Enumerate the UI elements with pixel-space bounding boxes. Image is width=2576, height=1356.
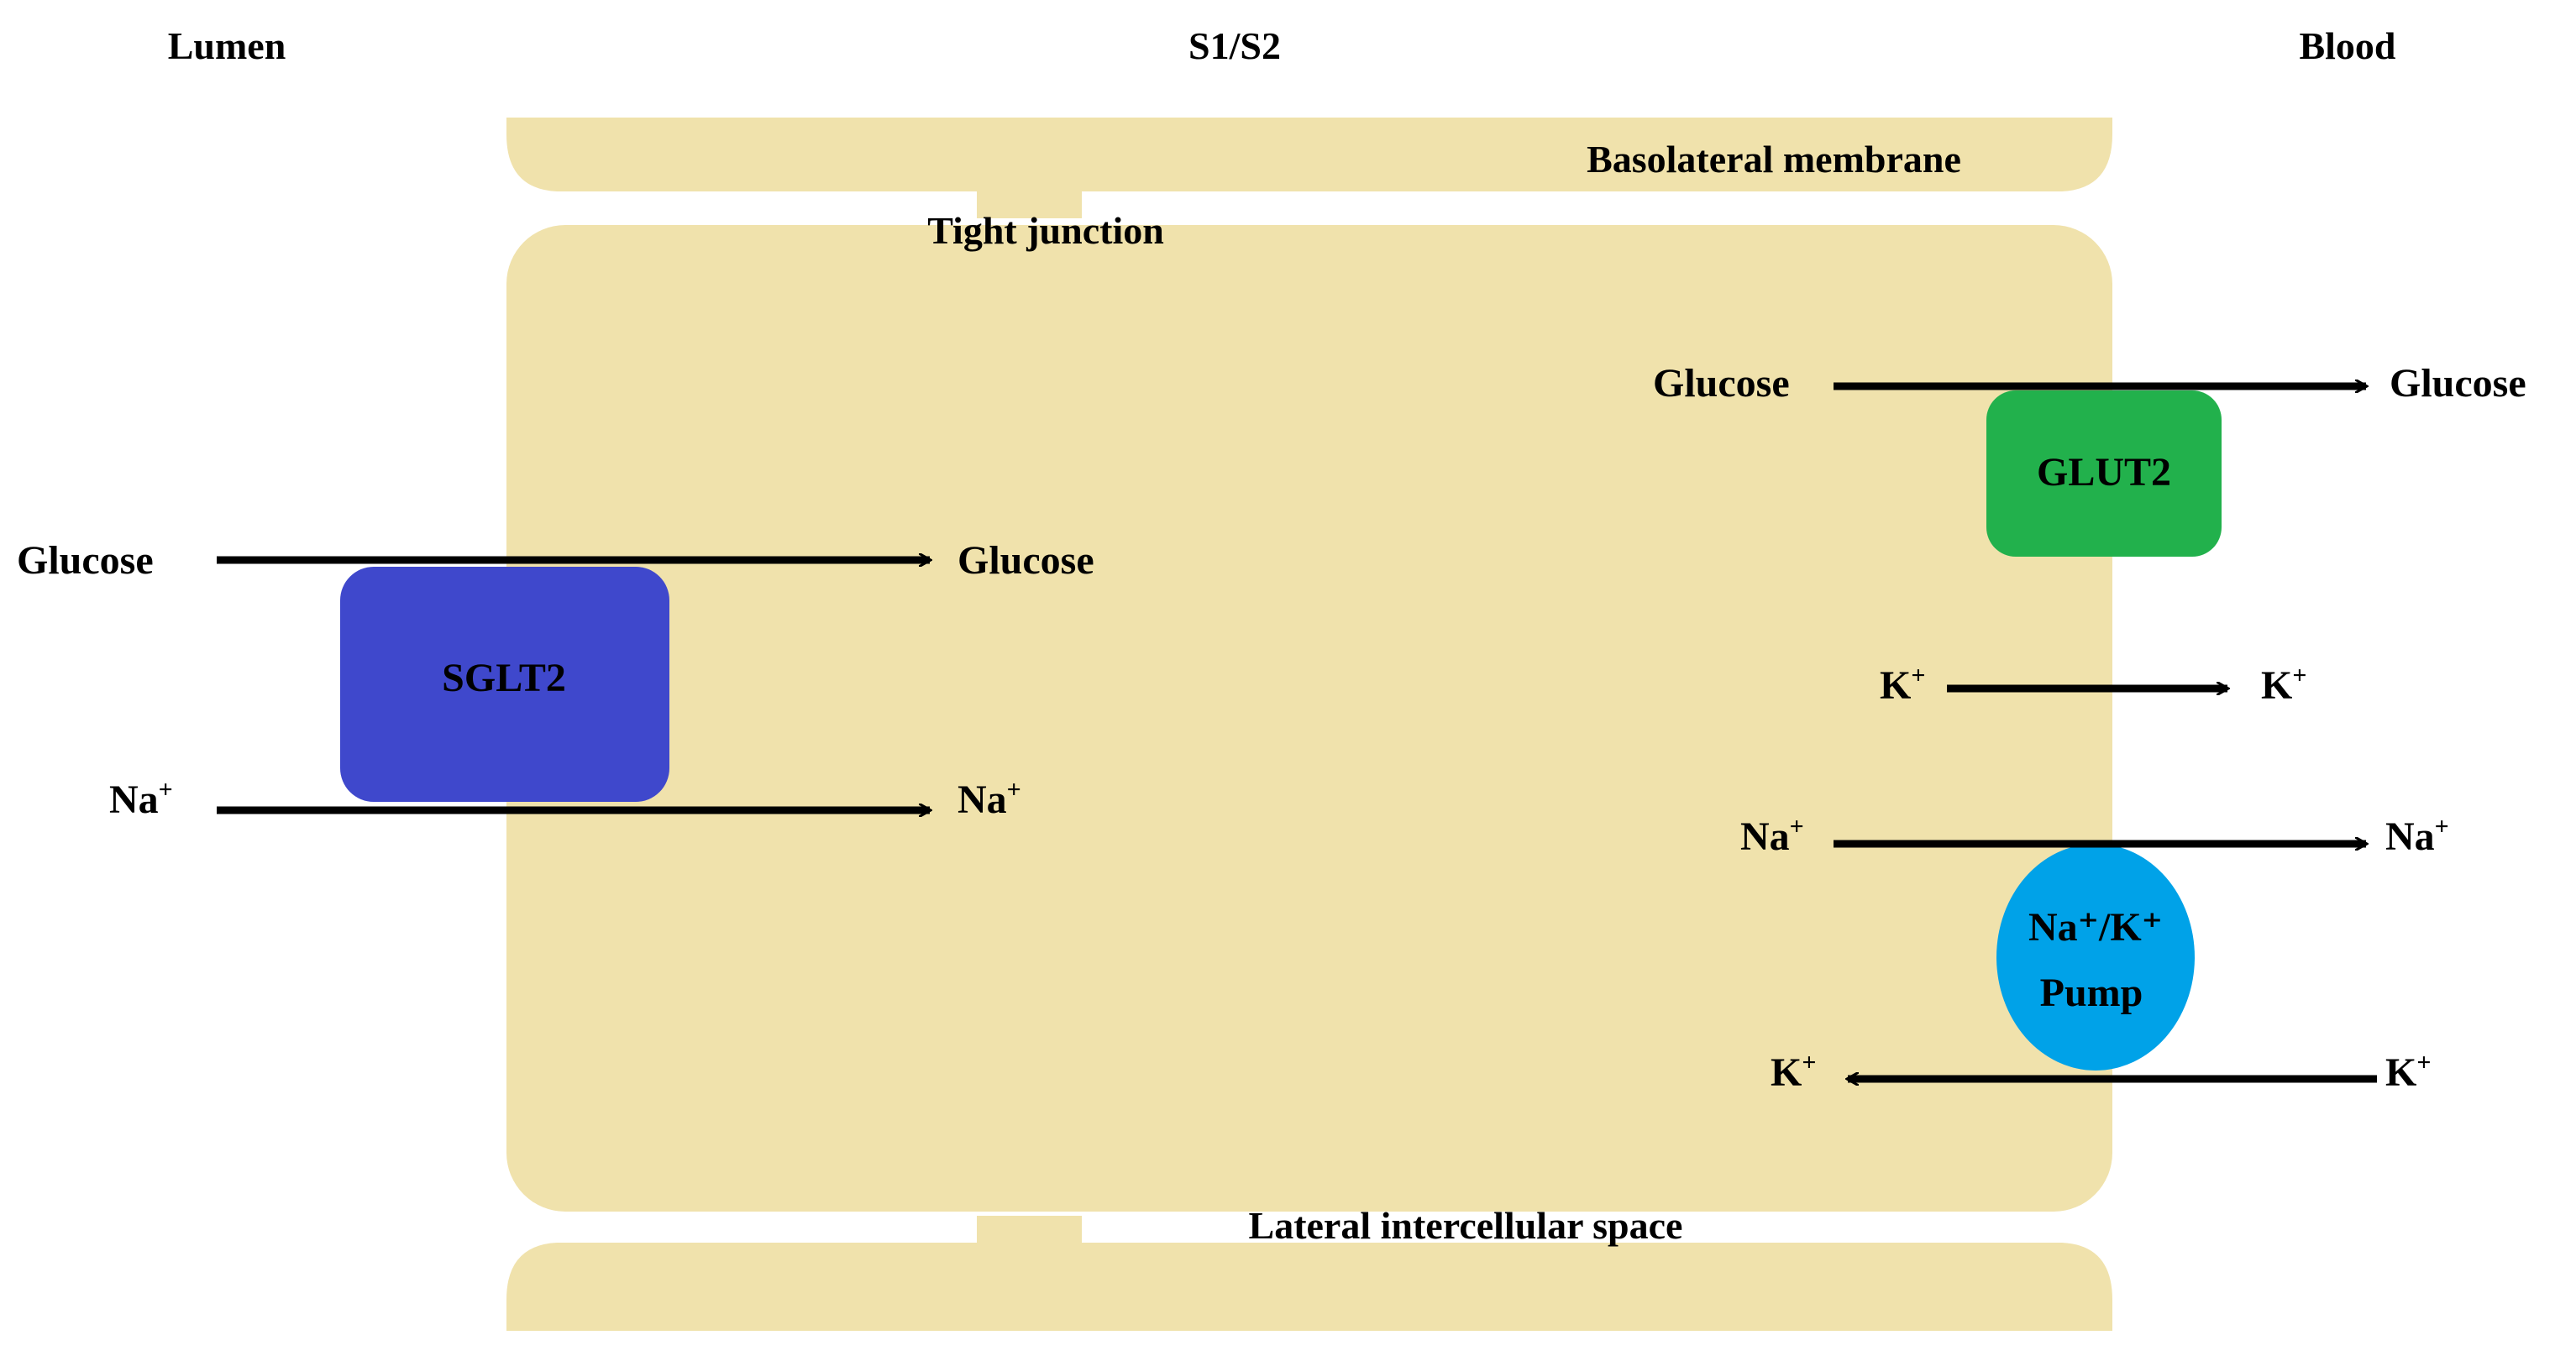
sodium-lumen-label: Na+ (109, 776, 173, 822)
epithelial-cell (506, 225, 2112, 1212)
glucose-cell-basolateral-label: Glucose (1653, 361, 1790, 406)
sodium-blood-label: Na+ (2385, 813, 2449, 859)
sodium-cell-label: Na+ (957, 776, 1021, 822)
glut2-transporter (1986, 390, 2222, 557)
basolateral-membrane-label: Basolateral membrane (1587, 138, 1961, 181)
pump-label-line2: Pump (2040, 971, 2143, 1015)
sglt2-label: SGLT2 (442, 656, 566, 700)
blood-header: Blood (2299, 24, 2395, 67)
na-k-pump (1996, 844, 2195, 1071)
potassium-blood-label: K+ (2261, 662, 2306, 708)
segment-header: S1/S2 (1188, 24, 1281, 67)
glucose-blood-label: Glucose (2390, 361, 2526, 406)
pump-label-line1: Na⁺/K⁺ (2028, 905, 2163, 950)
potassium-cell-label: K+ (1880, 662, 1925, 708)
top-neighbor-cell (506, 118, 2112, 218)
lateral-intercellular-space-label: Lateral intercellular space (1249, 1204, 1683, 1247)
glucose-cell-label: Glucose (957, 538, 1094, 583)
glucose-lumen-label: Glucose (17, 538, 154, 583)
glut2-label: GLUT2 (2037, 450, 2171, 495)
potassium-cell-pump-label: K+ (1771, 1049, 1816, 1095)
sglt2-transporter (340, 567, 669, 802)
tight-junction-label: Tight junction (927, 209, 1164, 252)
lumen-header: Lumen (168, 24, 286, 67)
potassium-blood-pump-label: K+ (2385, 1049, 2431, 1095)
sodium-cell-basolateral-label: Na+ (1740, 813, 1804, 859)
bottom-neighbor-cell (506, 1216, 2112, 1331)
